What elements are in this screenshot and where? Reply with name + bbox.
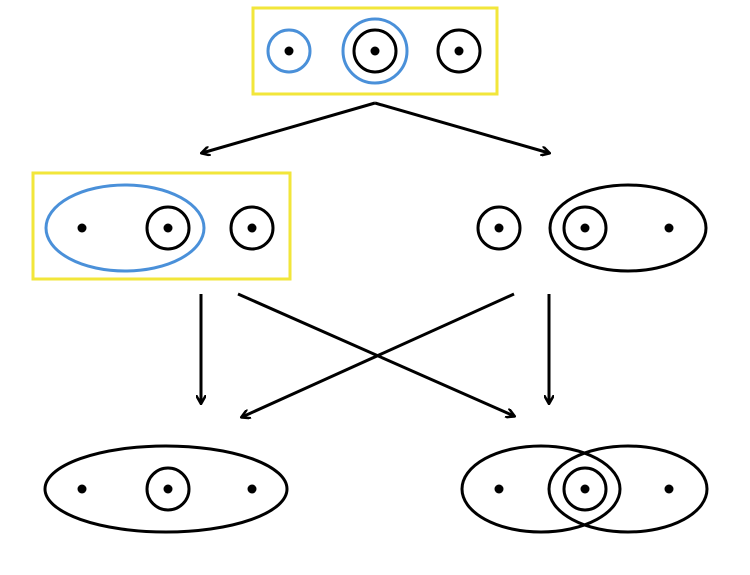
middle-left-dot-2 [163,223,173,233]
node-top-highlight-frame [251,6,499,96]
top-black-circle-2 [352,28,398,74]
middle-left-black-circle-3 [229,205,275,251]
middle-left-dot-1 [77,223,87,233]
node-middle-left-highlight-frame [31,171,292,281]
bottom-left-dot-3 [247,484,257,494]
middle-right-black-circle-1 [476,205,522,251]
middle-left-blue-ellipse [44,183,206,273]
top-dot-3 [454,46,464,56]
edge-top-to-middle-left [202,101,376,153]
bottom-left-black-ellipse [43,444,289,534]
middle-right-dot-3 [664,223,674,233]
bottom-right-black-ellipse-left [460,444,622,534]
middle-right-dot-2 [580,223,590,233]
edge-middle-right-to-bottom-left [242,292,515,417]
node-bottom-right [460,444,709,534]
node-middle-left [31,171,292,281]
top-dot-2 [370,46,380,56]
middle-right-black-circle-2 [562,205,608,251]
bottom-right-dot-1 [494,484,504,494]
bottom-right-black-ellipse-right [547,444,709,534]
bottom-right-dot-3 [664,484,674,494]
middle-left-dot-3 [247,223,257,233]
bottom-left-black-circle-2 [145,466,191,512]
bottom-right-dot-2 [580,484,590,494]
middle-right-black-ellipse [548,183,708,273]
top-black-circle-3 [436,28,482,74]
middle-right-dot-1 [494,223,504,233]
node-top [251,6,499,96]
top-blue-circle-1 [266,28,312,74]
bottom-right-black-circle-2 [562,466,608,512]
edge-top-to-middle-right [374,101,549,153]
top-dot-1 [284,46,294,56]
node-bottom-left [43,444,289,534]
bottom-left-dot-2 [163,484,173,494]
node-middle-right [476,183,708,273]
top-blue-circle-2 [341,17,409,85]
middle-left-black-circle-2 [145,205,191,251]
bottom-left-dot-1 [77,484,87,494]
